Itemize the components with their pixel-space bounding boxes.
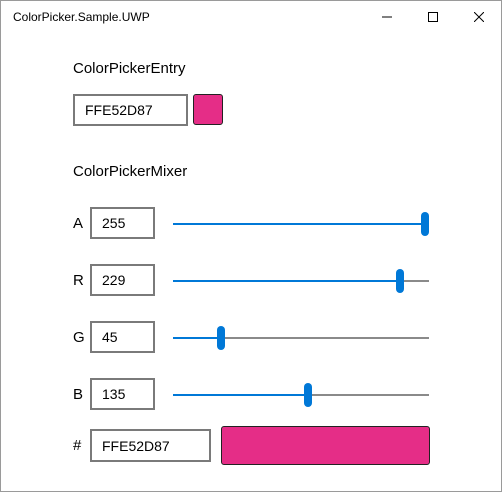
close-button[interactable]: [456, 1, 502, 32]
channel-label-r: R: [73, 272, 84, 289]
slider-fill: [173, 280, 400, 282]
channel-slider-a[interactable]: [173, 208, 429, 240]
slider-thumb[interactable]: [216, 326, 225, 350]
slider-thumb[interactable]: [304, 383, 313, 407]
entry-hex-value: FFE52D87: [85, 102, 153, 118]
maximize-icon: [428, 11, 438, 22]
mixer-heading: ColorPickerMixer: [73, 163, 188, 180]
mixer-hex-value: FFE52D87: [102, 437, 170, 454]
slider-thumb[interactable]: [421, 212, 429, 236]
entry-heading: ColorPickerEntry: [73, 60, 186, 77]
mixer-color-preview: [221, 426, 430, 465]
minimize-icon: [382, 12, 392, 22]
channel-label-g: G: [73, 329, 85, 346]
channel-slider-g[interactable]: [173, 322, 429, 354]
title-bar[interactable]: ColorPicker.Sample.UWP: [1, 1, 501, 32]
entry-hex-input[interactable]: FFE52D87: [73, 94, 188, 126]
channel-input-b[interactable]: 135: [90, 378, 155, 410]
slider-fill: [173, 337, 221, 339]
maximize-button[interactable]: [410, 1, 456, 32]
slider-fill: [173, 223, 425, 225]
channel-value-r: 229: [102, 272, 126, 288]
channel-value-b: 135: [102, 386, 126, 402]
channel-value-g: 45: [102, 329, 118, 345]
window-title: ColorPicker.Sample.UWP: [13, 10, 150, 24]
close-icon: [474, 11, 484, 22]
channel-input-g[interactable]: 45: [90, 321, 155, 353]
mixer-hex-input[interactable]: FFE52D87: [90, 429, 211, 462]
slider-track: [173, 337, 429, 339]
hex-label: #: [73, 437, 82, 454]
channel-value-a: 255: [102, 215, 126, 231]
channel-input-a[interactable]: 255: [90, 207, 155, 239]
channel-label-a: A: [73, 215, 84, 232]
channel-label-b: B: [73, 386, 84, 403]
minimize-button[interactable]: [364, 1, 410, 32]
channel-input-r[interactable]: 229: [90, 264, 155, 296]
channel-slider-r[interactable]: [173, 265, 429, 297]
slider-thumb[interactable]: [395, 269, 404, 293]
slider-fill: [173, 394, 309, 396]
entry-color-swatch: [193, 94, 223, 125]
channel-slider-b[interactable]: [173, 379, 429, 411]
